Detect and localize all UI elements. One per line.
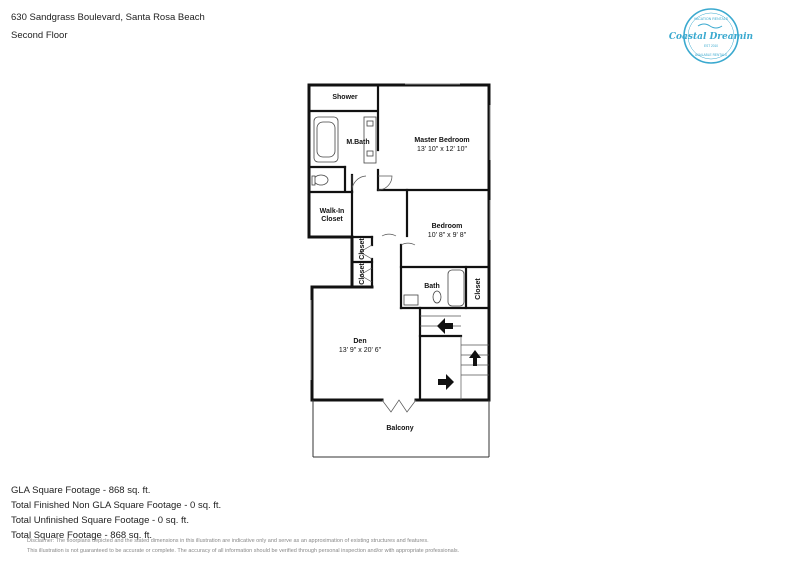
fixtures (311, 116, 465, 307)
company-logo: VACATION RENTALS Coastal Dreamin EST 201… (669, 8, 753, 64)
label-bedroom: Bedroom (432, 223, 463, 230)
total-footage: Total Square Footage - 868 sq. ft. (11, 530, 153, 541)
doors (351, 175, 417, 413)
gla-footage: GLA Square Footage - 868 sq. ft. (11, 485, 151, 496)
stair-arrow-left-icon (437, 318, 453, 334)
unfinished-footage: Total Unfinished Square Footage - 0 sq. … (11, 515, 189, 526)
label-mbath: M.Bath (346, 139, 369, 146)
toilet-master (313, 174, 329, 186)
non-gla-footage: Total Finished Non GLA Square Footage - … (11, 500, 222, 511)
door-master (377, 175, 393, 191)
label-walkin-1: Walk-In (320, 208, 345, 215)
door-closet-b (359, 267, 373, 283)
logo-ring (683, 8, 739, 64)
bathtub-basin (316, 121, 336, 158)
door-balcony (381, 399, 417, 413)
disclaimer: Disclaimer: The floorplans depicted and … (27, 536, 459, 556)
sink-1 (366, 120, 374, 127)
label-closet-b: Closet (359, 263, 366, 285)
bath-tub (447, 269, 465, 307)
label-closet-a: Closet (359, 238, 366, 260)
address-title: 630 Sandgrass Boulevard, Santa Rosa Beac… (11, 12, 205, 23)
dim-den: 13' 9" x 20' 6" (339, 347, 382, 354)
toilet-tank-master (311, 175, 316, 186)
disclaimer-line-1: Disclaimer: The floorplans depicted and … (27, 538, 429, 544)
label-bath: Bath (424, 283, 440, 290)
windows (310, 83, 491, 380)
stair-arrow-right-icon (438, 374, 454, 390)
stair-arrows (437, 318, 481, 390)
sink-2 (366, 150, 374, 157)
label-shower: Shower (332, 94, 358, 101)
door-hall (381, 233, 397, 237)
label-master-bedroom: Master Bedroom (414, 137, 469, 144)
label-den: Den (353, 338, 366, 345)
dim-bedroom: 10' 8" x 9' 8" (428, 232, 467, 239)
logo-bottom-text: AVAILABLE RENTALS (695, 53, 727, 57)
bath-sink (403, 294, 419, 306)
logo-wave-icon (697, 23, 723, 29)
logo-inner-ring (687, 12, 735, 60)
logo-name: Coastal Dreamin (669, 32, 753, 42)
door-toilet (351, 175, 367, 191)
label-walkin-2: Closet (321, 216, 343, 223)
floor-label: Second Floor (11, 30, 68, 41)
logo-est: EST 2010 (704, 44, 718, 48)
logo-top-text: VACATION RENTALS (694, 17, 729, 21)
label-closet-c: Closet (475, 278, 482, 300)
square-footage-summary: GLA Square Footage - 868 sq. ft. Total F… (11, 483, 221, 543)
dim-master-bedroom: 13' 10" x 12' 10" (417, 146, 468, 153)
door-bedroom (400, 242, 416, 246)
stair-arrow-up-icon (469, 350, 481, 366)
label-balcony: Balcony (386, 425, 413, 432)
bath-toilet (432, 290, 442, 304)
balcony-outline (312, 400, 490, 458)
disclaimer-line-2: This illustration is not guaranteed to b… (27, 548, 460, 554)
header: 630 Sandgrass Boulevard, Santa Rosa Beac… (11, 9, 205, 45)
door-closet-a (359, 244, 373, 260)
interior-walls (307, 83, 491, 402)
